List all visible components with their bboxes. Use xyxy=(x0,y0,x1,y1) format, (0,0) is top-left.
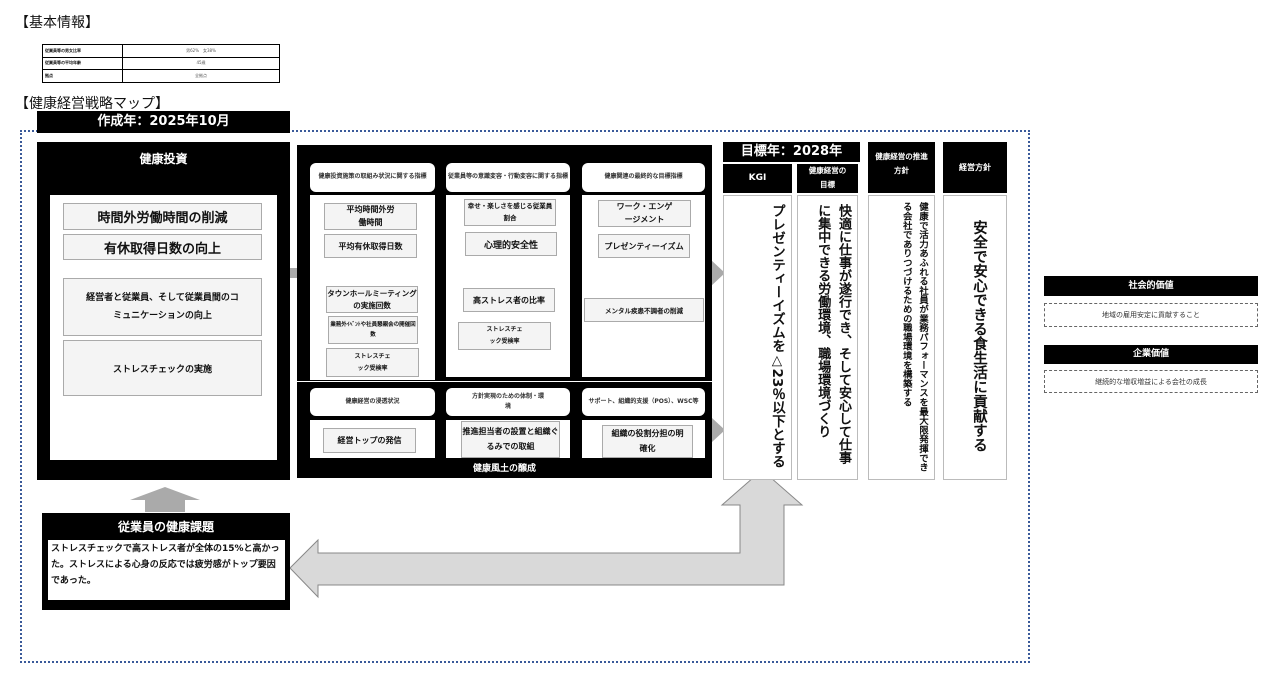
investment-body: 時間外労働時間の削減 有休取得日数の向上 経営者と従業員、そして従業員間のコミュ… xyxy=(50,195,277,460)
indicator-item: ストレスチェック受検率 xyxy=(326,348,419,377)
culture-footer: 健康風土の醸成 xyxy=(472,464,536,474)
culture-item: 経営トップの発信 xyxy=(323,428,416,453)
culture-header: 健康経営の浸透状況 xyxy=(310,388,435,416)
indicator-header: 健康関連の最終的な目標指標 xyxy=(582,163,705,192)
management-text: 安全で安心できる食生活に貢献する xyxy=(943,195,1007,480)
bottom-l-arrow xyxy=(289,469,804,599)
management-title: 経営方針 xyxy=(943,142,1007,193)
investment-item: ストレスチェックの実施 xyxy=(63,340,262,396)
corporate-value-text: 継続的な増収増益による会社の成長 xyxy=(1044,370,1258,393)
divider xyxy=(297,381,712,382)
indicator-header: 従業員等の意識変容・行動変容に関する指標 xyxy=(446,163,570,192)
map-title: 【健康経営戦略マップ】 xyxy=(15,96,169,112)
culture-item: 組織の役割分担の明確化 xyxy=(602,425,693,458)
goal-title: 健康経営の目標 xyxy=(797,164,858,193)
culture-header: 方針実現のための体制・環境 xyxy=(446,388,570,416)
culture-arrow xyxy=(700,418,725,442)
social-value-title: 社会的価値 xyxy=(1044,276,1258,296)
investment-item: 有休取得日数の向上 xyxy=(63,234,262,260)
indicator-item: タウンホールミーティングの実施回数 xyxy=(326,286,418,313)
culture-header: サポート、組織的支援（POS）、WSC等 xyxy=(582,388,705,416)
indicator-header: 健康投資施策の取組み状況に関する指標 xyxy=(310,163,435,192)
table-row: 従業員等の男女比率男62% 女38% xyxy=(42,44,280,58)
up-arrow xyxy=(130,487,200,512)
investment-title: 健康投資 xyxy=(139,152,188,166)
culture-item: 推進担当者の設置と組織ぐるみでの取組 xyxy=(461,421,560,458)
indicator-item: プレゼンティーイズム xyxy=(598,234,690,258)
target-year: 目標年：2028年 xyxy=(723,142,860,162)
indicator-item: メンタル疾患不調者の削減 xyxy=(584,298,704,322)
indicator-item: 業務外ｲﾍﾞﾝﾄや社員懇親会の開催回数 xyxy=(328,316,418,344)
row-value: 全拠点 xyxy=(122,69,280,83)
corporate-value-title: 企業価値 xyxy=(1044,345,1258,364)
policy-text: 健康で活力あふれる社員が業務パフォーマンスを最大限発揮できる会社でありつづけるた… xyxy=(868,195,935,480)
kgi-text: プレゼンティーイズムを△23％以下とする xyxy=(723,195,792,480)
indicator-item: 高ストレス者の比率 xyxy=(463,288,555,312)
indicator-item: ワーク・エンゲージメント xyxy=(598,200,691,227)
health-issue-title: 従業員の健康課題 xyxy=(117,520,214,534)
table-row: 拠点全拠点 xyxy=(42,69,280,83)
social-value-text: 地域の雇用安定に貢献すること xyxy=(1044,303,1258,327)
row-label: 拠点 xyxy=(42,69,123,83)
indicator-item: 心理的安全性 xyxy=(465,232,557,256)
goal-text: 快適に仕事が遂行でき、そして安心して仕事に集中できる労働環境、職場環境づくり xyxy=(797,195,858,480)
map-frame xyxy=(20,130,1030,663)
investment-item: 時間外労働時間の削減 xyxy=(63,203,262,230)
indicator-item: 幸せ・楽しさを感じる従業員割合 xyxy=(464,199,556,226)
health-issue-text: ストレスチェックで高ストレス者が全体の15%と高かった。ストレスによる心身の反応… xyxy=(48,540,285,600)
indicator-item: 平均有休取得日数 xyxy=(324,234,417,258)
basic-info-title: 【基本情報】 xyxy=(15,15,99,31)
investment-item: 経営者と従業員、そして従業員間のコミュニケーションの向上 xyxy=(63,278,262,336)
indicator-item: 平均時間外労働時間 xyxy=(324,203,417,230)
kgi-title: KGI xyxy=(723,164,792,193)
created-date: 作成年：2025年10月 xyxy=(37,111,290,133)
indicator-item: ストレスチェック受検率 xyxy=(458,322,551,350)
policy-title: 健康経営の推進方針 xyxy=(868,142,935,193)
